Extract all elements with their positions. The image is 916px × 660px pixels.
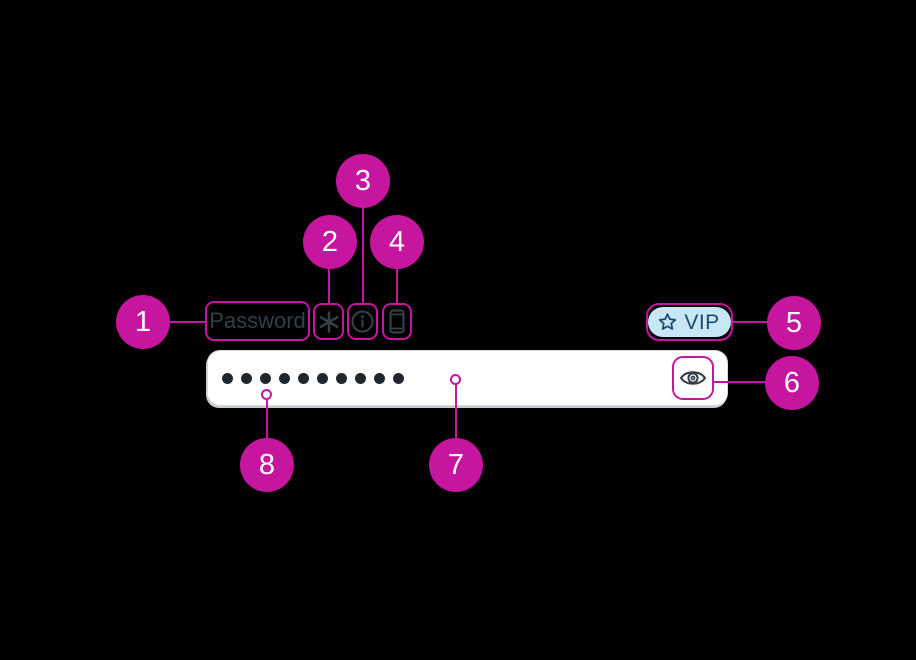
- info-icon[interactable]: [350, 309, 375, 334]
- connector-7-endpoint: [450, 374, 461, 385]
- asterisk-icon: [317, 310, 341, 334]
- password-mask-dot: [355, 372, 366, 384]
- callout-circle-8: 8: [240, 438, 294, 492]
- connector-2: [328, 267, 330, 303]
- annotation-box-label: Password: [205, 301, 310, 341]
- connector-4: [396, 267, 398, 303]
- connector-8-endpoint: [261, 389, 272, 400]
- password-mask-dot: [336, 372, 347, 384]
- connector-7: [455, 384, 457, 440]
- vip-badge-text: VIP: [684, 310, 720, 334]
- password-mask-dot: [260, 372, 271, 384]
- password-mask-dot: [279, 372, 290, 384]
- masked-password-value: [222, 351, 404, 405]
- password-mask-dot: [241, 372, 252, 384]
- annotation-box-hint: [347, 303, 378, 340]
- vip-badge: VIP: [648, 307, 731, 337]
- reveal-password-button[interactable]: [672, 356, 714, 400]
- eye-icon: [678, 366, 708, 390]
- annotation-box-adaptive: [382, 303, 412, 340]
- password-field-label: Password: [209, 308, 306, 333]
- password-input[interactable]: [207, 350, 728, 406]
- connector-3: [362, 206, 364, 303]
- callout-circle-6: 6: [765, 356, 819, 410]
- password-mask-dot: [393, 372, 404, 384]
- callout-circle-1: 1: [116, 295, 170, 349]
- password-mask-dot: [374, 372, 385, 384]
- callout-circle-7: 7: [429, 438, 483, 492]
- callout-circle-2: 2: [303, 215, 357, 269]
- password-mask-dot: [317, 372, 328, 384]
- password-mask-dot: [298, 372, 309, 384]
- mobile-phone-icon: [385, 308, 409, 335]
- callout-circle-3: 3: [336, 154, 390, 208]
- annotation-box-required: [313, 303, 344, 340]
- connector-6: [714, 381, 767, 383]
- password-mask-dot: [222, 372, 233, 384]
- callout-circle-4: 4: [370, 215, 424, 269]
- annotation-box-badge: VIP: [646, 303, 733, 341]
- connector-5: [733, 321, 769, 323]
- connector-1: [168, 321, 206, 323]
- connector-8: [266, 399, 268, 440]
- star-icon: [657, 312, 678, 333]
- callout-circle-5: 5: [767, 296, 821, 350]
